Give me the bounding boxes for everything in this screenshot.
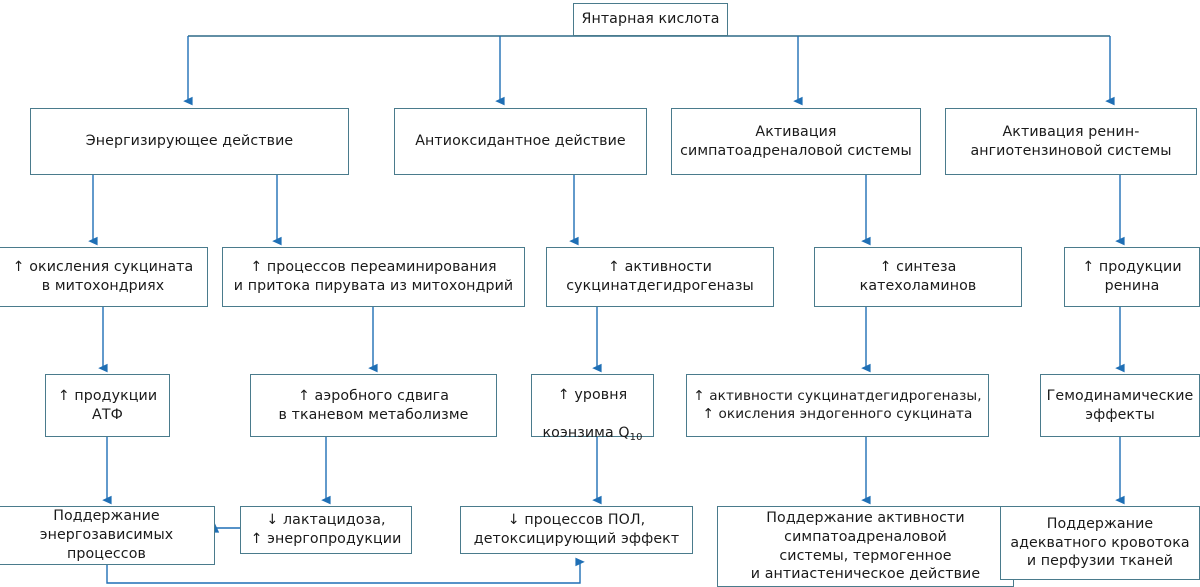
node-aerobic-shift-label: ↑ аэробного сдвига в тканевом метаболизм… (278, 387, 469, 423)
node-transamination[interactable]: ↑ процессов переаминирования и притока п… (222, 247, 525, 307)
node-root[interactable]: Янтарная кислота (573, 3, 728, 36)
node-lpo-detox-label: ↓ процессов ПОЛ, детоксицирующий эффект (473, 512, 680, 547)
node-lpo-detox[interactable]: ↓ процессов ПОЛ, детоксицирующий эффект (460, 506, 693, 554)
node-blood-flow-perfusion[interactable]: Поддержание адекватного кровотока и перф… (1000, 506, 1200, 580)
node-coenzyme-q10-subscript: 10 (629, 431, 643, 443)
node-coenzyme-q10-line1: ↑ уровня (557, 387, 628, 404)
node-sympathoadrenal-support-label: Поддержание активности симпатоадреналово… (750, 510, 981, 583)
node-sdh-endogenous-label: ↑ активности сукцинатдегидрогеназы, ↑ ок… (693, 387, 982, 422)
node-renin-activation[interactable]: Активация ренин- ангиотензиновой системы (945, 108, 1197, 175)
node-energizing-label: Энергизирующее действие (85, 133, 294, 150)
node-oxidation-mitochondria[interactable]: ↑ окисления сукцината в митохондриях (0, 247, 208, 307)
node-sympathoadrenal[interactable]: Активация симпатоадреналовой системы (671, 108, 921, 175)
node-antioxidant-label: Антиоксидантное действие (415, 133, 626, 150)
node-hemodynamic-effects[interactable]: Гемодинамические эффекты (1040, 374, 1200, 437)
node-lactacidosis[interactable]: ↓ лактацидоза, ↑ энергопродукции (240, 506, 412, 554)
node-antioxidant[interactable]: Антиоксидантное действие (394, 108, 647, 175)
node-atp-production-label: ↑ продукции АТФ (57, 387, 158, 423)
node-energy-dependent-processes[interactable]: Поддержание энергозависимых процессов (0, 506, 215, 565)
node-renin-activation-label: Активация ренин- ангиотензиновой системы (970, 123, 1172, 159)
node-coenzyme-q10-line2: коэнзима Q (542, 424, 630, 441)
node-energy-dependent-processes-label: Поддержание энергозависимых процессов (39, 508, 174, 562)
node-energizing[interactable]: Энергизирующее действие (30, 108, 349, 175)
node-sdh-endogenous[interactable]: ↑ активности сукцинатдегидрогеназы, ↑ ок… (686, 374, 989, 437)
node-lactacidosis-label: ↓ лактацидоза, ↑ энергопродукции (250, 512, 402, 547)
node-sympathoadrenal-label: Активация симпатоадреналовой системы (680, 123, 912, 159)
node-hemodynamic-effects-label: Гемодинамические эффекты (1046, 387, 1194, 423)
node-renin-production-label: ↑ продукции ренина (1082, 259, 1182, 294)
node-sdh-activity-label: ↑ активности сукцинатдегидрогеназы (566, 259, 754, 294)
node-oxidation-mitochondria-label: ↑ окисления сукцината в митохондриях (12, 259, 194, 294)
node-aerobic-shift[interactable]: ↑ аэробного сдвига в тканевом метаболизм… (250, 374, 497, 437)
node-renin-production[interactable]: ↑ продукции ренина (1064, 247, 1200, 307)
node-blood-flow-perfusion-label: Поддержание адекватного кровотока и перф… (1010, 515, 1190, 570)
node-transamination-label: ↑ процессов переаминирования и притока п… (233, 259, 514, 294)
node-catecholamine-synthesis[interactable]: ↑ синтеза катехоламинов (814, 247, 1022, 307)
node-catecholamine-synthesis-label: ↑ синтеза катехоламинов (859, 259, 977, 294)
node-atp-production[interactable]: ↑ продукции АТФ (45, 374, 170, 437)
node-coenzyme-q10[interactable]: ↑ уровня коэнзима Q10 (531, 374, 654, 442)
node-sdh-activity[interactable]: ↑ активности сукцинатдегидрогеназы (546, 247, 774, 307)
node-root-label: Янтарная кислота (581, 11, 720, 28)
node-sympathoadrenal-support[interactable]: Поддержание активности симпатоадреналово… (717, 506, 1014, 587)
edge-energyproc-to-lpo (106, 557, 585, 584)
